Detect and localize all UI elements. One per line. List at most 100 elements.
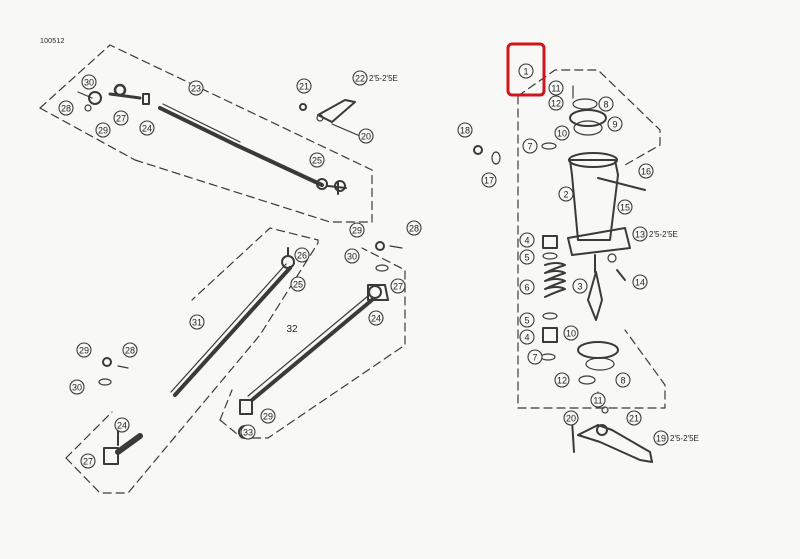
svg-text:24: 24 <box>117 421 127 431</box>
svg-text:32: 32 <box>286 324 298 335</box>
callout-5: 5 <box>519 312 535 328</box>
callout-24: 24 <box>139 120 155 136</box>
svg-text:4: 4 <box>524 333 529 343</box>
callout-20: 20 <box>563 410 579 426</box>
svg-text:30: 30 <box>347 252 357 262</box>
svg-text:28: 28 <box>125 346 135 356</box>
spec-label-steering-box: 2'5-2'5E <box>649 230 678 239</box>
callout-28: 28 <box>58 100 74 116</box>
callout-13: 13 <box>632 226 648 242</box>
callout-18: 18 <box>457 122 473 138</box>
svg-text:6: 6 <box>524 283 529 293</box>
svg-text:27: 27 <box>393 282 403 292</box>
callout-16: 16 <box>638 163 654 179</box>
callout-11: 11 <box>590 392 606 408</box>
callout-21: 21 <box>626 410 642 426</box>
drag-link-assembly-group <box>65 227 319 494</box>
callout-29: 29 <box>95 122 111 138</box>
svg-text:23: 23 <box>191 84 201 94</box>
callout-27: 27 <box>80 453 96 469</box>
callout-24: 24 <box>114 417 130 433</box>
highlight-box <box>506 42 546 97</box>
callout-24: 24 <box>368 310 384 326</box>
svg-text:24: 24 <box>142 124 152 134</box>
callout-12: 12 <box>554 372 570 388</box>
steering-box-assembly-group <box>473 69 666 463</box>
callout-7: 7 <box>527 349 543 365</box>
svg-text:24: 24 <box>371 314 381 324</box>
callout-8: 8 <box>598 96 614 112</box>
document-reference-code: 100512 <box>40 38 65 45</box>
callout-23: 23 <box>188 80 204 96</box>
callout-27: 27 <box>113 110 129 126</box>
svg-text:11: 11 <box>551 84 560 94</box>
callout-22: 22 <box>352 70 368 86</box>
svg-text:9: 9 <box>612 120 617 130</box>
callout-29: 29 <box>76 342 92 358</box>
callout-5: 5 <box>519 249 535 265</box>
svg-text:17: 17 <box>484 176 494 186</box>
svg-text:31: 31 <box>192 318 202 328</box>
svg-text:22: 22 <box>355 74 365 84</box>
svg-text:20: 20 <box>566 414 576 424</box>
svg-text:21: 21 <box>299 82 309 92</box>
callout-33: 33 <box>240 424 256 440</box>
callout-14: 14 <box>632 274 648 290</box>
callout-27: 27 <box>390 278 406 294</box>
svg-text:12: 12 <box>557 376 567 386</box>
svg-text:5: 5 <box>524 253 529 263</box>
svg-text:4: 4 <box>524 236 529 246</box>
callout-30: 30 <box>344 248 360 264</box>
callout-2: 2 <box>558 186 574 202</box>
svg-text:7: 7 <box>532 353 537 363</box>
spec-label-drop-arm: 2'5-2'5E <box>670 434 699 443</box>
svg-text:29: 29 <box>352 226 362 236</box>
callout-21: 21 <box>296 78 312 94</box>
svg-text:10: 10 <box>557 129 567 139</box>
callout-19: 19 <box>653 430 669 446</box>
callout-4: 4 <box>519 329 535 345</box>
svg-text:13: 13 <box>635 230 645 240</box>
callout-1: 1 <box>518 63 534 79</box>
callout-28: 28 <box>406 220 422 236</box>
callout-32: 32 <box>286 324 298 335</box>
svg-text:8: 8 <box>620 376 625 386</box>
svg-text:25: 25 <box>312 156 322 166</box>
callout-3: 3 <box>572 278 588 294</box>
svg-text:26: 26 <box>297 251 307 261</box>
spec-label-upper-tie-rod: 2'5-2'5E <box>369 74 398 83</box>
callout-29: 29 <box>260 408 276 424</box>
callout-11: 11 <box>548 80 564 96</box>
callout-15: 15 <box>617 199 633 215</box>
callout-30: 30 <box>81 74 97 90</box>
svg-text:29: 29 <box>98 126 108 136</box>
callout-6: 6 <box>519 279 535 295</box>
svg-text:27: 27 <box>83 457 93 467</box>
callout-29: 29 <box>349 222 365 238</box>
callout-31: 31 <box>189 314 205 330</box>
callout-20: 20 <box>358 128 374 144</box>
svg-text:20: 20 <box>361 132 371 142</box>
svg-text:19: 19 <box>656 434 666 444</box>
svg-text:18: 18 <box>460 126 470 136</box>
lower-tie-rod-assembly-group <box>219 241 406 439</box>
callout-26: 26 <box>294 247 310 263</box>
svg-text:27: 27 <box>116 114 126 124</box>
svg-text:1: 1 <box>523 67 528 77</box>
svg-text:25: 25 <box>293 280 303 290</box>
callout-17: 17 <box>481 172 497 188</box>
svg-text:7: 7 <box>527 142 532 152</box>
svg-text:3: 3 <box>577 282 582 292</box>
svg-text:15: 15 <box>620 203 630 213</box>
svg-text:29: 29 <box>79 346 89 356</box>
svg-text:28: 28 <box>61 104 71 114</box>
callout-4: 4 <box>519 232 535 248</box>
tie-rod-assembly-group <box>39 44 373 223</box>
callout-30: 30 <box>69 379 85 395</box>
svg-text:5: 5 <box>524 316 529 326</box>
callout-12: 12 <box>548 95 564 111</box>
callout-10: 10 <box>554 125 570 141</box>
svg-text:11: 11 <box>593 396 602 406</box>
